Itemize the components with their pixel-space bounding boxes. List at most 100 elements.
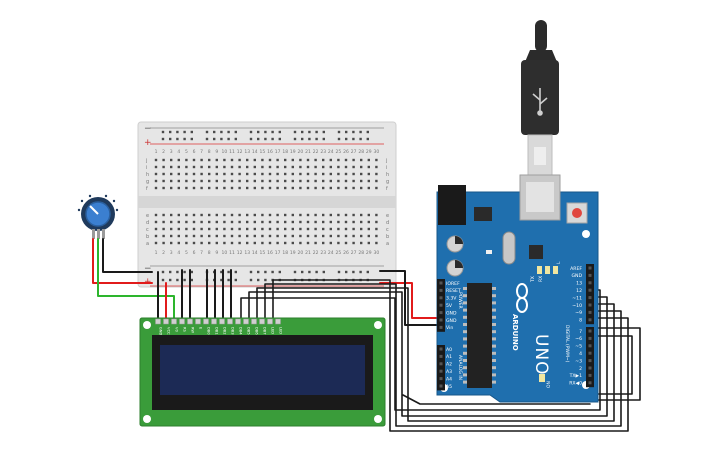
breadboard-hole[interactable] bbox=[154, 213, 158, 217]
breadboard-hole[interactable] bbox=[162, 186, 165, 190]
rail-hole[interactable] bbox=[169, 137, 172, 141]
breadboard-hole[interactable] bbox=[162, 234, 165, 238]
breadboard-hole[interactable] bbox=[329, 220, 332, 224]
breadboard-hole[interactable] bbox=[223, 158, 226, 162]
header-pin[interactable] bbox=[439, 296, 443, 300]
breadboard-hole[interactable] bbox=[291, 186, 294, 190]
wire-d12[interactable] bbox=[240, 289, 601, 411]
breadboard-hole[interactable] bbox=[344, 213, 348, 217]
breadboard-hole[interactable] bbox=[177, 241, 180, 245]
breadboard-hole[interactable] bbox=[291, 241, 294, 245]
rail-hole[interactable] bbox=[161, 270, 165, 274]
breadboard-hole[interactable] bbox=[253, 186, 256, 190]
rail-hole[interactable] bbox=[227, 270, 230, 274]
header-pin[interactable] bbox=[439, 369, 443, 373]
breadboard-hole[interactable] bbox=[238, 234, 241, 238]
breadboard-hole[interactable] bbox=[170, 227, 173, 231]
breadboard-hole[interactable] bbox=[177, 213, 180, 217]
header-pin[interactable] bbox=[588, 366, 592, 370]
breadboard-hole[interactable] bbox=[215, 172, 218, 176]
breadboard-hole[interactable] bbox=[322, 186, 325, 190]
breadboard-hole[interactable] bbox=[284, 186, 287, 190]
potentiometer[interactable] bbox=[77, 194, 119, 239]
breadboard-hole[interactable] bbox=[352, 234, 355, 238]
breadboard-hole[interactable] bbox=[352, 227, 355, 231]
breadboard-hole[interactable] bbox=[375, 241, 378, 245]
rail-hole[interactable] bbox=[308, 130, 311, 134]
rail-hole[interactable] bbox=[301, 130, 304, 134]
breadboard-hole[interactable] bbox=[375, 220, 378, 224]
breadboard-hole[interactable] bbox=[268, 186, 272, 190]
breadboard-hole[interactable] bbox=[208, 158, 211, 162]
breadboard-hole[interactable] bbox=[284, 165, 287, 169]
breadboard-hole[interactable] bbox=[291, 234, 294, 238]
rail-hole[interactable] bbox=[249, 278, 253, 282]
wire-pot-gnd[interactable] bbox=[102, 238, 153, 273]
breadboard-hole[interactable] bbox=[367, 227, 370, 231]
header-pin[interactable] bbox=[439, 311, 443, 315]
rail-hole[interactable] bbox=[227, 278, 230, 282]
rail-hole[interactable] bbox=[183, 270, 186, 274]
breadboard-hole[interactable] bbox=[208, 179, 211, 183]
breadboard-hole[interactable] bbox=[299, 241, 302, 245]
breadboard-hole[interactable] bbox=[337, 234, 340, 238]
lcd-pin[interactable] bbox=[259, 318, 265, 325]
breadboard-hole[interactable] bbox=[238, 172, 241, 176]
breadboard-hole[interactable] bbox=[261, 241, 264, 245]
header-pin[interactable] bbox=[588, 381, 592, 385]
rail-hole[interactable] bbox=[337, 130, 341, 134]
breadboard-hole[interactable] bbox=[329, 213, 332, 217]
breadboard-hole[interactable] bbox=[246, 234, 249, 238]
rail-hole[interactable] bbox=[257, 270, 260, 274]
breadboard-hole[interactable] bbox=[322, 179, 325, 183]
breadboard-hole[interactable] bbox=[268, 172, 272, 176]
breadboard-hole[interactable] bbox=[170, 213, 173, 217]
breadboard-hole[interactable] bbox=[337, 158, 340, 162]
rail-hole[interactable] bbox=[169, 270, 172, 274]
rail-hole[interactable] bbox=[257, 137, 260, 141]
rail-hole[interactable] bbox=[345, 137, 348, 141]
lcd-pin[interactable] bbox=[179, 318, 185, 325]
rail-hole[interactable] bbox=[220, 137, 223, 141]
breadboard-hole[interactable] bbox=[170, 186, 173, 190]
breadboard-hole[interactable] bbox=[306, 172, 310, 176]
breadboard-hole[interactable] bbox=[154, 241, 158, 245]
breadboard-hole[interactable] bbox=[306, 186, 310, 190]
breadboard-hole[interactable] bbox=[162, 165, 165, 169]
breadboard-hole[interactable] bbox=[185, 179, 188, 183]
breadboard-hole[interactable] bbox=[253, 158, 256, 162]
breadboard-hole[interactable] bbox=[162, 179, 165, 183]
breadboard-hole[interactable] bbox=[261, 220, 264, 224]
header-pin[interactable] bbox=[588, 329, 592, 333]
breadboard-hole[interactable] bbox=[276, 165, 279, 169]
rail-hole[interactable] bbox=[169, 130, 172, 134]
wire-d11[interactable] bbox=[248, 291, 608, 417]
breadboard-hole[interactable] bbox=[192, 234, 196, 238]
breadboard-hole[interactable] bbox=[306, 213, 310, 217]
breadboard-hole[interactable] bbox=[291, 179, 294, 183]
breadboard-hole[interactable] bbox=[291, 165, 294, 169]
breadboard-hole[interactable] bbox=[306, 227, 310, 231]
rail-hole[interactable] bbox=[359, 270, 362, 274]
breadboard-hole[interactable] bbox=[170, 172, 173, 176]
breadboard-hole[interactable] bbox=[230, 165, 234, 169]
breadboard-hole[interactable] bbox=[253, 241, 256, 245]
breadboard-hole[interactable] bbox=[367, 220, 370, 224]
breadboard-hole[interactable] bbox=[215, 227, 218, 231]
lcd-pin[interactable] bbox=[171, 318, 177, 325]
rail-hole[interactable] bbox=[161, 137, 165, 141]
rail-hole[interactable] bbox=[352, 130, 355, 134]
breadboard-hole[interactable] bbox=[162, 241, 165, 245]
breadboard-hole[interactable] bbox=[200, 213, 203, 217]
breadboard-hole[interactable] bbox=[185, 234, 188, 238]
breadboard-hole[interactable] bbox=[185, 241, 188, 245]
breadboard-hole[interactable] bbox=[284, 220, 287, 224]
breadboard-hole[interactable] bbox=[360, 172, 363, 176]
breadboard-hole[interactable] bbox=[322, 172, 325, 176]
rail-hole[interactable] bbox=[213, 130, 216, 134]
breadboard-hole[interactable] bbox=[192, 165, 196, 169]
rail-hole[interactable] bbox=[176, 137, 179, 141]
breadboard-hole[interactable] bbox=[268, 234, 272, 238]
breadboard-hole[interactable] bbox=[314, 172, 317, 176]
breadboard-hole[interactable] bbox=[253, 234, 256, 238]
